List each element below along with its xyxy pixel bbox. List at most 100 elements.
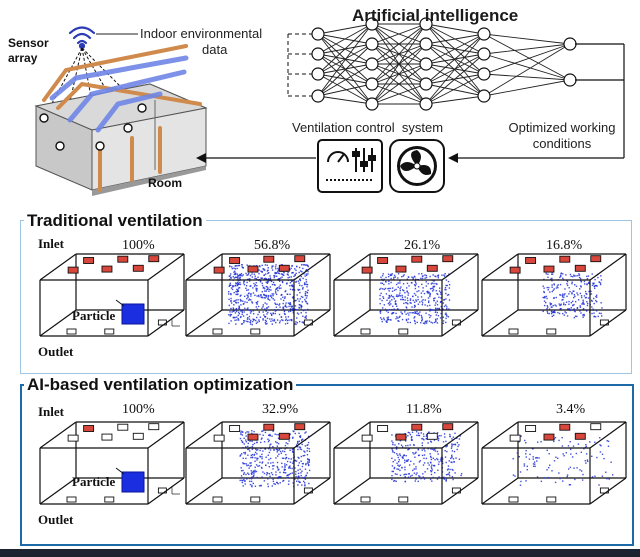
particle-dot xyxy=(437,314,440,317)
particle-dot xyxy=(259,281,262,283)
particle-dot xyxy=(400,311,402,313)
particle-dot xyxy=(285,316,287,318)
particle-dot xyxy=(422,290,424,292)
particle-dot xyxy=(566,295,568,298)
particle-dot xyxy=(445,284,447,287)
particle-dot xyxy=(267,267,269,269)
particle-dot xyxy=(524,439,526,442)
trad-pct-1: 100% xyxy=(122,238,155,253)
particle-dot xyxy=(384,287,387,290)
particle-dot xyxy=(458,444,460,446)
ventilation-control-label: Ventilation control system xyxy=(292,120,444,135)
particle-dot xyxy=(518,440,521,443)
particle-dot xyxy=(413,292,416,295)
particle-dot xyxy=(237,282,239,285)
particle-dot xyxy=(578,273,580,275)
particle-dot xyxy=(432,476,434,479)
particle-dot xyxy=(593,302,595,305)
particle-dot xyxy=(394,459,396,461)
particle-dot xyxy=(240,323,243,325)
particle-dot xyxy=(301,470,303,472)
particle-dot xyxy=(564,288,566,290)
particle-dot xyxy=(264,308,266,310)
inlet-vent xyxy=(83,257,95,264)
particle-dot xyxy=(285,457,287,460)
particle-dot xyxy=(287,277,289,279)
particle-dot xyxy=(299,448,301,450)
particle-dot xyxy=(597,276,599,279)
particle-dot xyxy=(598,484,600,486)
particle-dot xyxy=(409,298,412,300)
particle-dot xyxy=(276,271,279,273)
particle-dot xyxy=(600,315,603,317)
particle-dot xyxy=(299,291,301,294)
particle-dot xyxy=(273,276,275,279)
particle-dot xyxy=(430,441,433,443)
particle-dot xyxy=(241,323,244,325)
particle-dot xyxy=(241,313,243,316)
particle-dot xyxy=(297,469,299,471)
particle-dot xyxy=(271,265,273,267)
particle-dot xyxy=(246,264,248,266)
particle-dot xyxy=(251,302,254,304)
particle-dot xyxy=(254,275,256,277)
particle-dot xyxy=(572,304,574,307)
particle-dot xyxy=(277,272,279,274)
particle-dot xyxy=(288,319,290,321)
box-edge xyxy=(589,477,627,505)
particle-dot xyxy=(423,478,426,480)
particle-dot xyxy=(421,444,424,447)
particle-dot xyxy=(230,292,232,295)
particle-dot xyxy=(568,308,571,310)
trad-outlet-label: Outlet xyxy=(38,344,74,359)
particle-dot xyxy=(304,298,306,301)
particle-dot xyxy=(258,272,260,275)
particle-dot xyxy=(398,465,400,468)
particle-dot xyxy=(233,267,235,269)
particle-dot xyxy=(435,314,438,316)
particle-dot xyxy=(585,453,588,455)
particle-dot xyxy=(304,294,307,296)
particle-dot xyxy=(403,302,405,305)
particle-dot xyxy=(294,467,296,469)
inlet-vent xyxy=(525,425,537,432)
particle-dot xyxy=(607,445,610,447)
particle-dot xyxy=(459,435,461,437)
particle-dot xyxy=(425,276,428,279)
particle-dot xyxy=(406,282,409,285)
particle-dot xyxy=(413,275,416,278)
particle-dot xyxy=(284,465,286,467)
particle-dot xyxy=(436,318,438,320)
particle-dot xyxy=(285,318,288,320)
particle-dot xyxy=(560,304,562,306)
particle-dot xyxy=(402,289,405,292)
particle-dot xyxy=(266,322,268,325)
particle-dot xyxy=(261,476,263,478)
particle-dot xyxy=(434,275,436,277)
particle-dot xyxy=(304,292,307,295)
box-edge xyxy=(293,477,331,505)
particle-dot xyxy=(450,447,453,449)
particle-dot xyxy=(391,478,393,481)
particle-dot xyxy=(243,451,245,454)
particle-dot xyxy=(431,322,434,324)
particle-dot xyxy=(584,283,586,285)
particle-dot xyxy=(295,470,297,473)
nn-node xyxy=(477,67,491,81)
particle-dot xyxy=(418,475,420,477)
particle-dot xyxy=(385,280,387,283)
wifi-icon xyxy=(68,26,96,50)
particle-dot xyxy=(242,469,244,472)
nn-connection xyxy=(317,23,373,75)
particle-dot xyxy=(430,309,432,311)
particle-dot xyxy=(407,299,409,302)
particle-dot xyxy=(308,482,310,485)
particle-dot xyxy=(278,449,281,451)
particle-dot xyxy=(586,275,588,278)
particle-dot xyxy=(429,304,431,307)
particle-dot xyxy=(445,440,447,443)
particle-dot xyxy=(388,290,390,292)
particle-dot xyxy=(538,457,540,459)
particle-dot xyxy=(579,469,581,471)
particle-dot xyxy=(234,300,236,302)
